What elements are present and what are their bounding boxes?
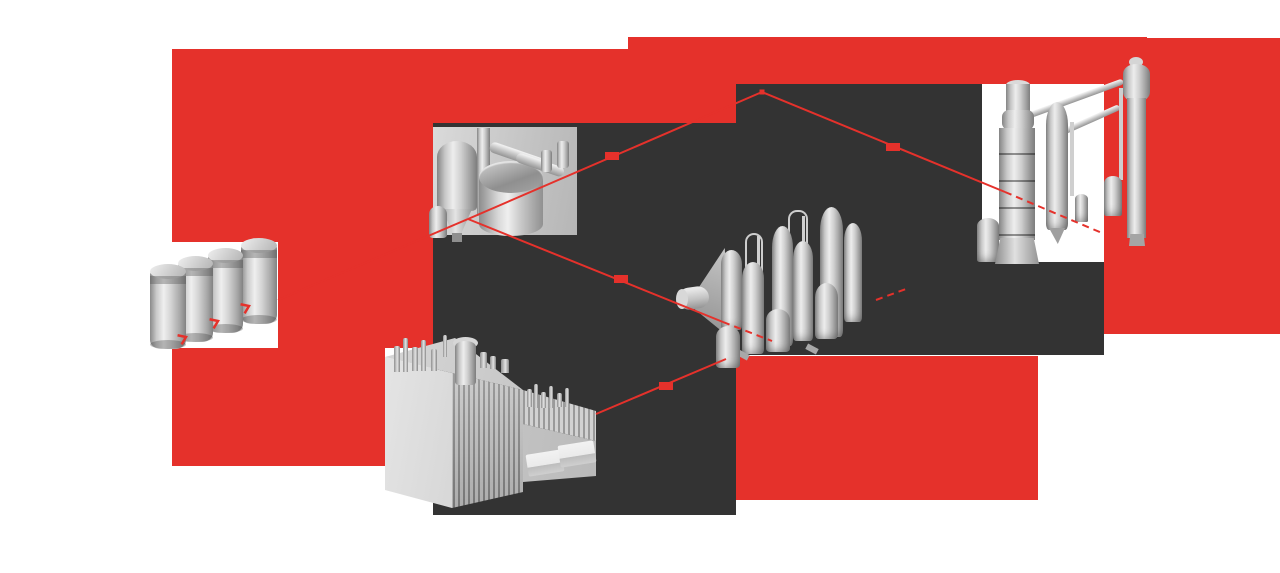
furnace-pipe bbox=[541, 392, 546, 408]
furnace-pipe bbox=[557, 393, 562, 407]
pump-valve bbox=[557, 141, 569, 168]
tower bbox=[1046, 102, 1068, 230]
pump-funnel-stem bbox=[452, 233, 462, 242]
tank-cap bbox=[208, 248, 243, 263]
furnace-pipe bbox=[501, 359, 509, 373]
pump-side-vessel bbox=[429, 206, 447, 238]
tower-top-vessel bbox=[1123, 64, 1150, 102]
furnace-pipe bbox=[394, 346, 400, 372]
pump-vertical-tank bbox=[437, 141, 477, 211]
furnace-pipe bbox=[490, 356, 496, 369]
main-tower-base bbox=[995, 238, 1039, 264]
main-tower-collar bbox=[1002, 110, 1034, 130]
small-vessel bbox=[1104, 176, 1122, 216]
furnace-pipe bbox=[431, 349, 437, 371]
furnace-stack bbox=[455, 341, 476, 385]
furnace-pipe bbox=[443, 335, 447, 357]
storage-tank bbox=[241, 238, 277, 324]
red-panel-upper-left bbox=[172, 49, 433, 242]
tank-cap bbox=[241, 238, 277, 253]
red-panel-bottom-center bbox=[736, 356, 1038, 500]
column bbox=[742, 262, 764, 354]
tower-base bbox=[1129, 234, 1145, 246]
furnace-pipe bbox=[480, 352, 487, 368]
riser-pipe bbox=[1070, 122, 1074, 196]
furnace-fin-wall bbox=[452, 373, 523, 508]
column bbox=[844, 223, 862, 322]
furnace-front-face bbox=[385, 357, 452, 508]
storage-tank bbox=[150, 264, 186, 349]
small-vessel bbox=[1075, 194, 1088, 222]
tank-cap bbox=[178, 256, 213, 271]
red-panel-mid-left bbox=[278, 242, 433, 348]
column bbox=[721, 250, 742, 330]
tank-cap bbox=[150, 264, 186, 279]
furnace-pipe bbox=[565, 388, 569, 407]
riser-pipe bbox=[1119, 88, 1123, 180]
furnace-pipe bbox=[403, 338, 408, 372]
column-small-front bbox=[815, 283, 838, 339]
furnace-pipe bbox=[527, 389, 532, 407]
main-tower-segments bbox=[999, 128, 1035, 240]
furnace-pipe bbox=[412, 347, 418, 371]
column bbox=[793, 241, 813, 341]
column-small-front bbox=[716, 326, 740, 368]
red-panel-top-band-right bbox=[628, 37, 1147, 84]
column-small-front bbox=[766, 309, 790, 352]
tower bbox=[1127, 98, 1146, 238]
storage-tank bbox=[208, 248, 243, 333]
small-tank bbox=[977, 218, 999, 262]
feed-drum-cap bbox=[676, 289, 688, 309]
furnace-pipe bbox=[549, 386, 553, 408]
furnace-group bbox=[383, 336, 598, 518]
furnace-pipe bbox=[534, 384, 538, 408]
furnace-pipe bbox=[421, 340, 426, 371]
thin-pipe-loop bbox=[745, 233, 763, 281]
pump-valve bbox=[541, 150, 552, 172]
tower-top-cap bbox=[1129, 57, 1143, 67]
red-panel-lower-left bbox=[172, 348, 385, 466]
